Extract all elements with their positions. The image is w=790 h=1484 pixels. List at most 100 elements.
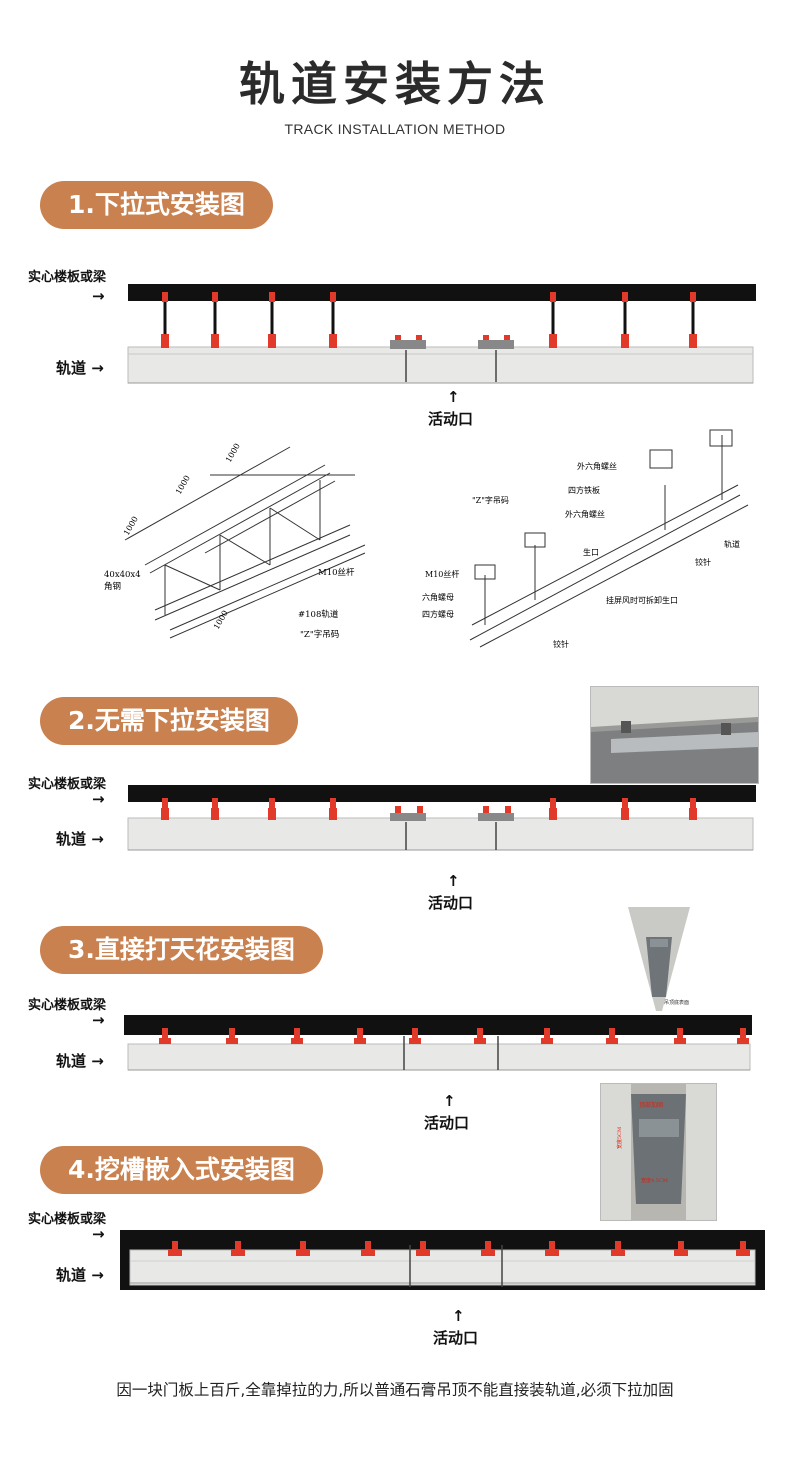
- iso-right-label-8: 生口: [583, 547, 599, 557]
- drop-hanger: [268, 292, 276, 348]
- slab-2: [128, 785, 756, 802]
- section-4-photo: 顶部加固 宽度5CM 宽度4.5CM: [600, 1083, 717, 1221]
- section-2-photo: [590, 686, 759, 784]
- direct-clip: [159, 1028, 171, 1044]
- short-hanger: [549, 798, 557, 820]
- section-4-photo-label-0: 顶部加固: [639, 1101, 663, 1109]
- gap-joint-1: [390, 335, 514, 382]
- drop-hanger: [329, 292, 337, 348]
- track-4: [129, 1249, 756, 1286]
- direct-clip: [737, 1028, 749, 1044]
- page-title: 轨道安装方法: [239, 57, 551, 111]
- hanger-group-2: [161, 798, 697, 820]
- section-2-slab-arrow: →: [92, 790, 105, 808]
- iso-right-label-11: 铰针: [553, 639, 569, 649]
- isometric-drawings: 1000 1000 1000 1000 40x40x4 角钢 M10丝杆 #10…: [104, 429, 749, 649]
- section-4-photo-label-1: 宽度5CM: [616, 1127, 623, 1149]
- gap-clip: [395, 806, 401, 814]
- section-4-slab-arrow: →: [92, 1225, 105, 1243]
- direct-clip: [674, 1028, 686, 1044]
- iso-right-label-7: 四方螺母: [422, 609, 454, 619]
- section-3-gap-label: 活动口: [424, 1114, 470, 1132]
- section-3-photo: 吊顶底表面: [628, 907, 690, 1011]
- embedded-clip: [231, 1241, 245, 1256]
- iso-left-frame: [124, 446, 366, 639]
- section-2-gap-label: 活动口: [428, 894, 474, 912]
- slab-1: [128, 284, 756, 301]
- section-4-gap-label: 活动口: [433, 1329, 479, 1347]
- direct-clip: [606, 1028, 618, 1044]
- iso-right-label-6: 六角螺母: [422, 592, 454, 602]
- embedded-clip: [168, 1241, 182, 1256]
- iso-angle-steel-size: 40x40x4: [104, 570, 141, 580]
- short-hanger: [329, 798, 337, 820]
- gap-clip: [417, 806, 423, 814]
- drop-hanger: [161, 292, 169, 348]
- drop-hanger: [689, 292, 697, 348]
- iso-right-label-2: 外六角螺丝: [565, 509, 605, 519]
- section-2-heading: 2.无需下拉安装图: [40, 697, 298, 745]
- section-4-up-arrow: ↑: [452, 1307, 465, 1325]
- short-hanger: [268, 798, 276, 820]
- section-3-diagram: [124, 1015, 752, 1071]
- direct-clip: [409, 1028, 421, 1044]
- section-3-slab-label: 实心楼板或梁: [28, 998, 107, 1013]
- section-2-diagram: [127, 785, 756, 851]
- short-hanger: [689, 798, 697, 820]
- drop-hanger: [549, 292, 557, 348]
- section-4-photo-label-2: 宽度4.5CM: [641, 1177, 668, 1184]
- section-2-track-label: 轨道 →: [56, 830, 104, 848]
- direct-clip: [291, 1028, 303, 1044]
- iso-right-label-9: 铰针: [695, 557, 711, 567]
- section-1-slab-arrow: →: [92, 287, 105, 305]
- hanger-group-4: [168, 1241, 750, 1256]
- section-4-track-label: 轨道 →: [56, 1266, 104, 1284]
- drop-hanger: [211, 292, 219, 348]
- iso-dim-2: 1000: [174, 474, 192, 496]
- track-1: [127, 346, 754, 384]
- iso-dim-4: 1000: [212, 609, 230, 631]
- section-1-diagram: [127, 284, 756, 384]
- hanger-group-1: [161, 292, 697, 348]
- embedded-clip: [296, 1241, 310, 1256]
- direct-clip: [354, 1028, 366, 1044]
- direct-clip: [474, 1028, 486, 1044]
- section-1-slab-label: 实心楼板或梁: [28, 270, 107, 285]
- short-hanger: [621, 798, 629, 820]
- embedded-clip: [611, 1241, 625, 1256]
- embedded-clip: [361, 1241, 375, 1256]
- section-2-slab-label: 实心楼板或梁: [28, 777, 107, 792]
- embedded-clip: [736, 1241, 750, 1256]
- section-4-diagram: [120, 1230, 765, 1290]
- section-2-up-arrow: ↑: [447, 872, 460, 890]
- track-2: [127, 817, 754, 851]
- iso-right-label-0: 外六角螺丝: [577, 461, 617, 471]
- iso-left-label-track: #108轨道: [298, 609, 339, 620]
- section-3-heading: 3.直接打天花安装图: [40, 926, 323, 974]
- direct-clip: [226, 1028, 238, 1044]
- iso-right-label-10: 挂屏风时可拆卸生口: [606, 595, 678, 605]
- section-1-up-arrow: ↑: [447, 388, 460, 406]
- drop-hanger: [621, 292, 629, 348]
- section-1-gap-label: 活动口: [428, 410, 474, 428]
- embedded-clip: [481, 1241, 495, 1256]
- iso-left-label-zhanger: "Z"字吊码: [300, 629, 339, 640]
- section-3-up-arrow: ↑: [443, 1092, 456, 1110]
- iso-right-label-4: 轨道: [724, 539, 740, 549]
- gap-clip: [483, 806, 489, 814]
- short-hanger: [161, 798, 169, 820]
- footer-note: 因一块门板上百斤,全靠掉拉的力,所以普通石膏吊顶不能直接装轨道,必须下拉加固: [116, 1381, 674, 1399]
- track-3: [127, 1043, 751, 1071]
- embedded-clip: [545, 1241, 559, 1256]
- iso-dim-3: 1000: [224, 442, 242, 464]
- iso-right-frame: [469, 429, 749, 648]
- short-hanger: [211, 798, 219, 820]
- section-3-slab-arrow: →: [92, 1011, 105, 1029]
- section-4-slab-label: 实心楼板或梁: [28, 1212, 107, 1227]
- section-4-heading: 4.挖槽嵌入式安装图: [40, 1146, 323, 1194]
- hanger-group-3: [159, 1028, 749, 1044]
- embedded-clip: [416, 1241, 430, 1256]
- iso-right-label-5: M10丝杆: [425, 569, 459, 579]
- slab-3: [124, 1015, 752, 1035]
- iso-angle-steel-label: 角钢: [104, 581, 121, 592]
